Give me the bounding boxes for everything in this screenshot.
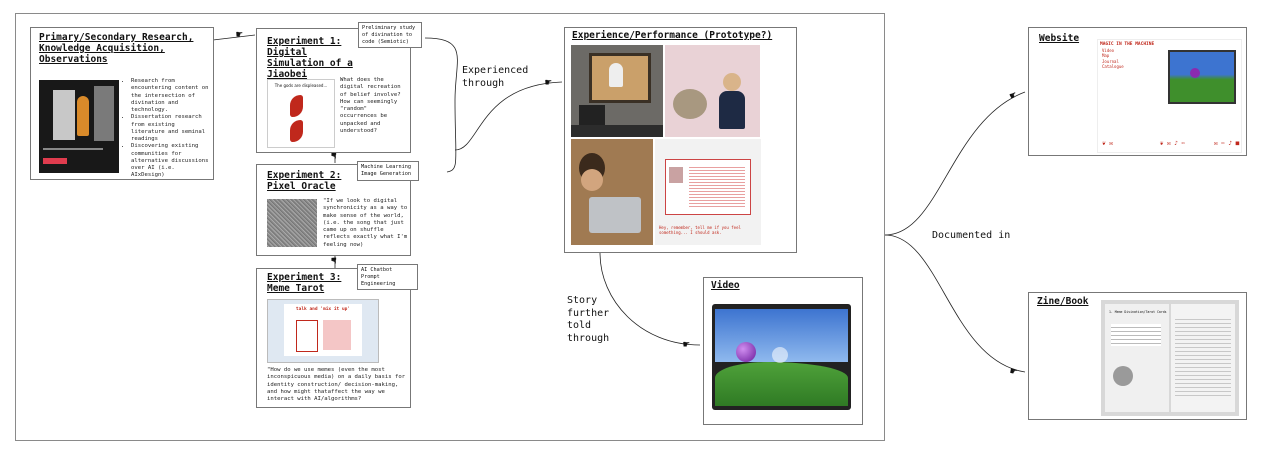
process-frame bbox=[15, 13, 885, 441]
website-footer-icons: ❦ ✉ ❦ ✉ ♪ ✂ ✉ ✂ ♪ ■ bbox=[1102, 140, 1240, 147]
website-video-thumb bbox=[1168, 50, 1236, 104]
connector-research-exp1 bbox=[212, 34, 256, 41]
website-box: Website MAGIC IN THE MACHINE Video Map J… bbox=[1028, 27, 1247, 156]
website-menu: Video Map Journal Catalogue bbox=[1102, 48, 1124, 70]
meme-caption: talk and 'mix it up' bbox=[295, 307, 351, 312]
website-heading: MAGIC IN THE MACHINE bbox=[1100, 42, 1155, 47]
experience-photo-performer bbox=[665, 45, 760, 137]
pointing-hand-icon: ☛ bbox=[545, 76, 552, 89]
zine-title: Zine/Book bbox=[1037, 296, 1089, 307]
experiment-3-box: Experiment 3: Meme Tarot talk and 'mix i… bbox=[256, 268, 411, 408]
zine-page-heading: 1. Meme Divination/Tarot Cards bbox=[1109, 310, 1167, 314]
research-photo bbox=[39, 80, 119, 173]
label-story-told: Story further told through bbox=[567, 295, 610, 344]
experience-screen: Hey, remember, tell me if you feel somet… bbox=[655, 139, 761, 245]
experiment-3-body: "How do we use memes (even the most inco… bbox=[267, 367, 406, 403]
website-menu-item[interactable]: Catalogue bbox=[1102, 64, 1124, 70]
play-icon[interactable] bbox=[772, 347, 788, 363]
experience-photo-computer bbox=[571, 45, 663, 137]
pointing-hand-icon: ☛ bbox=[683, 338, 690, 351]
research-bullet: Dissertation research from existing lite… bbox=[131, 114, 210, 143]
experience-photo-laptop bbox=[571, 139, 653, 245]
experiment-2-body: "If we look to digital synchronicity as … bbox=[323, 198, 408, 248]
research-bullets: Research from encountering content on th… bbox=[124, 78, 210, 180]
website-menu-item[interactable]: Map bbox=[1102, 53, 1110, 59]
connector-experience-website bbox=[884, 91, 1026, 236]
video-box: Video bbox=[703, 277, 863, 425]
pointing-hand-icon: ☛ bbox=[326, 152, 340, 159]
pixel-noise-image bbox=[267, 199, 317, 247]
video-player[interactable] bbox=[712, 304, 851, 410]
experiment-1-body: What does the digital recreation of beli… bbox=[340, 77, 401, 134]
connector-experience-video bbox=[599, 252, 701, 346]
experience-screen-caption: Hey, remember, tell me if you feel somet… bbox=[659, 225, 741, 236]
connector-exps-experience bbox=[424, 37, 458, 173]
experiment-1-title: Experiment 1: Digital Simulation of a Ji… bbox=[267, 36, 353, 80]
experiment-2-box: Experiment 2: Pixel Oracle "If we look t… bbox=[256, 164, 411, 256]
experiment-1-tag: Preliminary study of divination to code … bbox=[358, 22, 422, 49]
connector-experience-zine bbox=[884, 234, 1026, 373]
website-menu-item[interactable]: Journal bbox=[1102, 58, 1119, 64]
experience-title: Experience/Performance (Prototype?) bbox=[572, 30, 773, 41]
connector-to-experience bbox=[454, 81, 563, 151]
jiaobei-thumbnail: The gods are displeased... bbox=[267, 79, 335, 148]
experience-box: Experience/Performance (Prototype?) Hey,… bbox=[564, 27, 797, 253]
website-menu-item[interactable]: Video bbox=[1102, 48, 1115, 53]
experiment-3-title: Experiment 3: Meme Tarot bbox=[267, 272, 342, 294]
research-bullet: Research from encountering content on th… bbox=[131, 78, 210, 114]
video-title: Video bbox=[711, 280, 740, 291]
experiment-3-tag: AI Chatbot Prompt Engineering bbox=[357, 264, 418, 291]
zine-photo: 1. Meme Divination/Tarot Cards bbox=[1101, 300, 1239, 416]
meme-tarot-screenshot: talk and 'mix it up' bbox=[267, 299, 379, 363]
experiment-2-title: Experiment 2: Pixel Oracle bbox=[267, 170, 342, 192]
zine-box: Zine/Book 1. Meme Divination/Tarot Cards bbox=[1028, 292, 1247, 420]
research-title: Primary/Secondary Research, Knowledge Ac… bbox=[39, 32, 194, 65]
website-title: Website bbox=[1039, 33, 1080, 44]
pointing-hand-icon: ☛ bbox=[236, 28, 243, 41]
pointing-hand-icon: ☛ bbox=[326, 257, 340, 264]
experiment-1-box: Experiment 1: Digital Simulation of a Ji… bbox=[256, 28, 411, 153]
website-screenshot: MAGIC IN THE MACHINE Video Map Journal C… bbox=[1097, 39, 1242, 153]
experiment-2-tag: Machine Learning Image Generation bbox=[357, 161, 419, 181]
jiaobei-caption: The gods are displeased... bbox=[274, 83, 328, 88]
label-documented-in: Documented in bbox=[932, 230, 1011, 241]
research-bullet: Discovering existing communities for alt… bbox=[131, 143, 210, 179]
label-experienced-through: Experienced through bbox=[462, 65, 529, 89]
research-box: Primary/Secondary Research, Knowledge Ac… bbox=[30, 27, 214, 180]
